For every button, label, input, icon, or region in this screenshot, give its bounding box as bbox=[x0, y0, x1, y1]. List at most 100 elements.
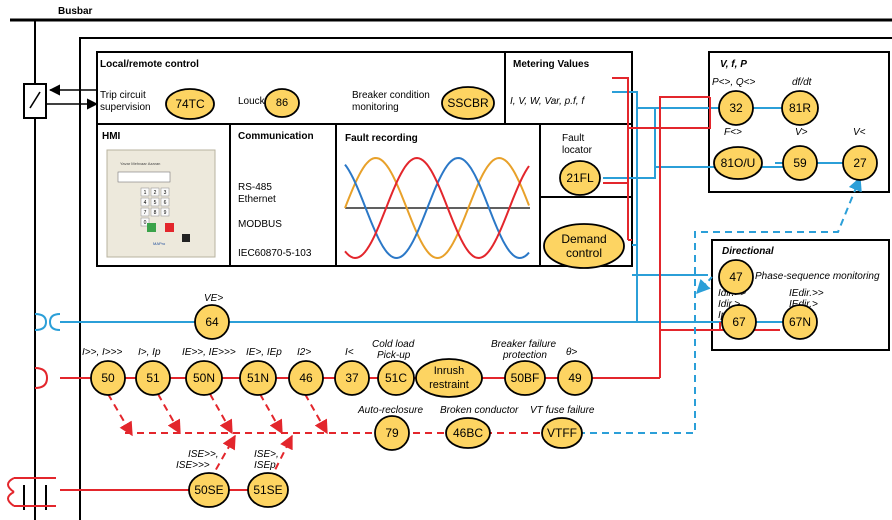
function-node-f50: 50 bbox=[90, 360, 126, 396]
hmi-key-label: 6 bbox=[164, 200, 167, 206]
function-node-f46bc: 46BC bbox=[445, 417, 491, 449]
vt-symbol bbox=[34, 313, 61, 331]
lockout-label: Louck-out bbox=[238, 96, 282, 107]
hmi-key-label: 4 bbox=[144, 200, 147, 206]
function-node-label: 37 bbox=[345, 371, 359, 385]
label-37: I< bbox=[345, 347, 354, 358]
function-node-shape bbox=[194, 304, 230, 340]
hmi-key bbox=[140, 217, 150, 227]
hmi-key-label: 1 bbox=[144, 190, 147, 196]
function-node-label: 32 bbox=[729, 101, 743, 115]
function-node-label: 74TC bbox=[175, 97, 205, 111]
cbct-symbol bbox=[7, 477, 56, 510]
hmi-key-label: 8 bbox=[154, 210, 157, 216]
label-vgt: V> bbox=[795, 127, 808, 138]
hmi-key-label: 3 bbox=[164, 190, 167, 196]
function-node-shape bbox=[135, 360, 171, 396]
function-node-f59: 59 bbox=[782, 145, 818, 181]
hmi-key bbox=[150, 207, 160, 217]
function-node-label: 64 bbox=[205, 315, 219, 329]
ct-symbol bbox=[34, 367, 49, 389]
label-50n: IE>>, IE>>> bbox=[182, 347, 236, 358]
hmi-key bbox=[160, 197, 170, 207]
function-node-shape bbox=[239, 360, 277, 396]
function-node-f81ou: 81O/U bbox=[713, 146, 763, 180]
function-node-label: SSCBR bbox=[447, 96, 489, 110]
label-51: I>, Ip bbox=[138, 347, 161, 358]
function-node-shape bbox=[842, 145, 878, 181]
function-node-label: 46BC bbox=[453, 426, 483, 440]
function-node-shape bbox=[541, 417, 583, 449]
function-node-label: 51N bbox=[247, 371, 269, 385]
function-node-label: 50SE bbox=[194, 483, 223, 497]
function-node-f50n: 50N bbox=[185, 360, 223, 396]
function-node-f67n: 67N bbox=[782, 304, 818, 340]
fault-waveform bbox=[344, 156, 530, 260]
function-node-f47: 47 bbox=[718, 259, 754, 295]
voltage-signal-lines bbox=[60, 91, 848, 323]
function-node-label: 50N bbox=[193, 371, 215, 385]
function-node-f51: 51 bbox=[135, 360, 171, 396]
function-node-shape bbox=[445, 417, 491, 449]
function-node-shape bbox=[165, 88, 215, 120]
function-node-label: restraint bbox=[429, 379, 469, 391]
function-node-label: 79 bbox=[385, 426, 399, 440]
function-node-label: 49 bbox=[568, 371, 582, 385]
hmi-key-label: 9 bbox=[164, 210, 167, 216]
label-46: I2> bbox=[297, 347, 311, 358]
phase-seq-label: Phase-sequence monitoring bbox=[755, 271, 880, 282]
relay-boundary bbox=[79, 37, 892, 520]
function-node-shape bbox=[781, 90, 819, 126]
function-node-shape bbox=[713, 146, 763, 180]
function-node-label: 51C bbox=[385, 371, 407, 385]
label-50: I>>, I>>> bbox=[82, 347, 122, 358]
function-node-f51se: 51SE bbox=[247, 472, 289, 508]
hmi-key-label: 0 bbox=[144, 220, 147, 226]
function-node-sscbr: SSCBR bbox=[441, 86, 495, 120]
metering-values: I, V, W, Var, p.f, f bbox=[510, 96, 585, 107]
fault-recording-title: Fault recording bbox=[345, 133, 418, 144]
function-node-f46: 46 bbox=[288, 360, 324, 396]
function-node-f50bf: 50BF bbox=[504, 360, 546, 396]
label-50se: ISE>>,ISE>>> bbox=[176, 449, 219, 471]
hmi-key bbox=[160, 187, 170, 197]
metering-title: Metering Values bbox=[513, 59, 590, 70]
function-node-label: Demand bbox=[561, 232, 606, 246]
function-node-shape bbox=[718, 90, 754, 126]
vtff-link bbox=[578, 176, 862, 434]
function-node-f67: 67 bbox=[721, 304, 757, 340]
function-node-shape bbox=[782, 304, 818, 340]
label-46bc: Broken conductor bbox=[440, 405, 519, 416]
function-node-label: 27 bbox=[853, 156, 867, 170]
function-node-f49: 49 bbox=[557, 360, 593, 396]
function-node-shape bbox=[288, 360, 324, 396]
function-node-shape bbox=[441, 86, 495, 120]
function-node-label: 47 bbox=[729, 270, 743, 284]
function-node-shape bbox=[377, 360, 415, 396]
function-node-f32: 32 bbox=[718, 90, 754, 126]
function-node-shape bbox=[264, 88, 300, 118]
label-f: F<> bbox=[724, 127, 742, 138]
communication-title: Communication bbox=[238, 131, 314, 142]
function-node-shape bbox=[721, 304, 757, 340]
function-node-shape bbox=[782, 145, 818, 181]
function-node-f86: 86 bbox=[264, 88, 300, 118]
svg-text:Yavar Mehvaar Azaran: Yavar Mehvaar Azaran bbox=[120, 161, 160, 166]
hmi-key-label: 2 bbox=[154, 190, 157, 196]
comm-iec: IEC60870-5-103 bbox=[238, 248, 312, 259]
function-node-label: 67N bbox=[789, 315, 811, 329]
directional-title: Directional bbox=[722, 246, 774, 257]
hmi-key bbox=[150, 187, 160, 197]
function-node-f50se: 50SE bbox=[188, 472, 230, 508]
function-node-label: 86 bbox=[276, 97, 288, 109]
function-node-f64: 64 bbox=[194, 304, 230, 340]
function-node-shape bbox=[415, 358, 483, 398]
function-node-shape bbox=[334, 360, 370, 396]
local-remote-title: Local/remote control bbox=[100, 59, 199, 70]
function-node-vtff: VTFF bbox=[541, 417, 583, 449]
